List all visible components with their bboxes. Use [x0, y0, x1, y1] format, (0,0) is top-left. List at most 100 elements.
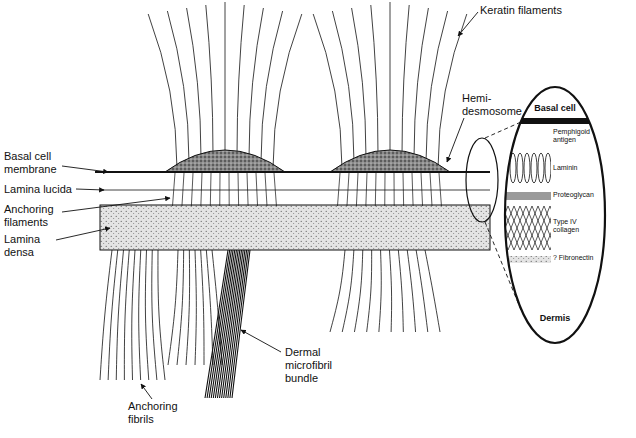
anchoring-filament [274, 173, 276, 206]
part-label: Type IV collagen [553, 218, 593, 235]
anchoring-fibril [124, 250, 129, 380]
keratin-filament [438, 14, 467, 168]
hemidesmosome-plaque [165, 150, 285, 172]
leader-line [62, 166, 108, 172]
dermal-microfibril [232, 250, 250, 398]
anchoring-filament [182, 173, 184, 206]
part-label: Proteoglycan [553, 191, 594, 199]
laminin-loop [517, 153, 523, 183]
anchoring-fibril [342, 250, 354, 332]
part-label: Laminin [553, 164, 578, 172]
laminin-loop [524, 153, 530, 183]
dermal-microfibril [224, 250, 244, 398]
keratin-filament [237, 5, 244, 155]
leader-line [56, 228, 110, 240]
anchoring-fibril [132, 250, 135, 380]
anchoring-filament [247, 173, 248, 206]
part-label: Basal cell membrane [4, 150, 68, 176]
dermal-microfibril [230, 250, 248, 398]
collagen-strand [538, 206, 551, 250]
part-label: Anchoring filaments [4, 203, 68, 229]
keratin-filament [167, 11, 189, 162]
anchoring-fibril [425, 250, 440, 332]
part-label: Hemi- desmosome [462, 92, 524, 118]
keratin-filament [261, 11, 283, 162]
hemidesmosome-plaque [330, 150, 450, 172]
anchoring-filament [356, 173, 358, 206]
keratin-filament [225, 2, 226, 154]
keratin-filament [273, 14, 302, 168]
anchoring-fibril [206, 250, 213, 365]
anchoring-filament [173, 173, 176, 206]
anchoring-fibril [407, 250, 415, 332]
anchoring-fibril [379, 250, 381, 332]
anchoring-fibril [201, 250, 204, 365]
keratin-filament [332, 11, 354, 162]
leader-line [241, 330, 281, 352]
part-label: Keratin filaments [480, 4, 562, 17]
anchoring-filament [201, 173, 202, 206]
keratin-filament [187, 8, 201, 158]
anchoring-fibril [186, 250, 190, 365]
anchoring-filament [412, 173, 413, 206]
dermal-microfibril [228, 250, 247, 398]
anchoring-fibril [100, 250, 112, 380]
leader-line [458, 12, 478, 36]
anchoring-filament [384, 173, 385, 206]
anchoring-filament [265, 173, 267, 206]
anchoring-filament [347, 173, 349, 206]
part-label: ? Fibronectin [553, 254, 593, 262]
part-label: Pemphigoid antigen [553, 128, 597, 145]
anchoring-fibril [367, 250, 372, 332]
anchoring-fibril [195, 250, 196, 365]
basal-cell-membrane [95, 171, 490, 173]
lamina-densa-band [100, 205, 490, 250]
keratin-filament [426, 11, 448, 162]
collagen-strand [550, 206, 551, 250]
inset-detail [490, 87, 610, 343]
anchoring-filament [229, 173, 230, 206]
part-label: Dermis [525, 313, 585, 324]
anchoring-filament [238, 173, 240, 206]
collagen-strand [538, 206, 551, 250]
laminin-loop [545, 153, 551, 183]
anchoring-filament [210, 173, 212, 206]
illustration-group [56, 2, 610, 399]
part-label: Anchoring fibrils [128, 400, 190, 426]
leader-line [62, 198, 170, 212]
collagen-strand [544, 206, 551, 250]
part-label: Basal cell [525, 103, 585, 114]
anchoring-fibril [389, 250, 391, 332]
anchoring-filament [338, 173, 341, 206]
keratin-filament [313, 14, 342, 168]
anchoring-fibril [330, 250, 345, 332]
anchoring-fibril [168, 250, 178, 365]
anchoring-filament [430, 173, 432, 206]
anchoring-fibril [152, 250, 157, 380]
keratin-filament [402, 5, 409, 155]
anchoring-filament [219, 173, 220, 206]
anchoring-fibril [139, 250, 141, 380]
anchoring-filament [256, 173, 258, 206]
laminin-loop [538, 153, 544, 183]
anchoring-fibril [398, 250, 403, 332]
dermal-microfibril [226, 250, 245, 398]
inset-outline [505, 87, 605, 343]
anchoring-filament [191, 173, 193, 206]
zoom-region [466, 138, 498, 222]
anchoring-filament [439, 173, 441, 206]
keratin-filament [206, 5, 213, 155]
anchoring-fibril [145, 250, 148, 380]
keratin-filament [414, 8, 428, 158]
anchoring-filament [375, 173, 377, 206]
part-label: Lamina lucida [4, 183, 72, 196]
laminin-loop [531, 153, 537, 183]
anchoring-filament [366, 173, 367, 206]
part-label: Lamina densa [4, 233, 60, 259]
proteoglycan-band [500, 192, 551, 200]
anchoring-fibril [177, 250, 184, 365]
anchoring-fibril [354, 250, 362, 332]
anchoring-filament [394, 173, 395, 206]
